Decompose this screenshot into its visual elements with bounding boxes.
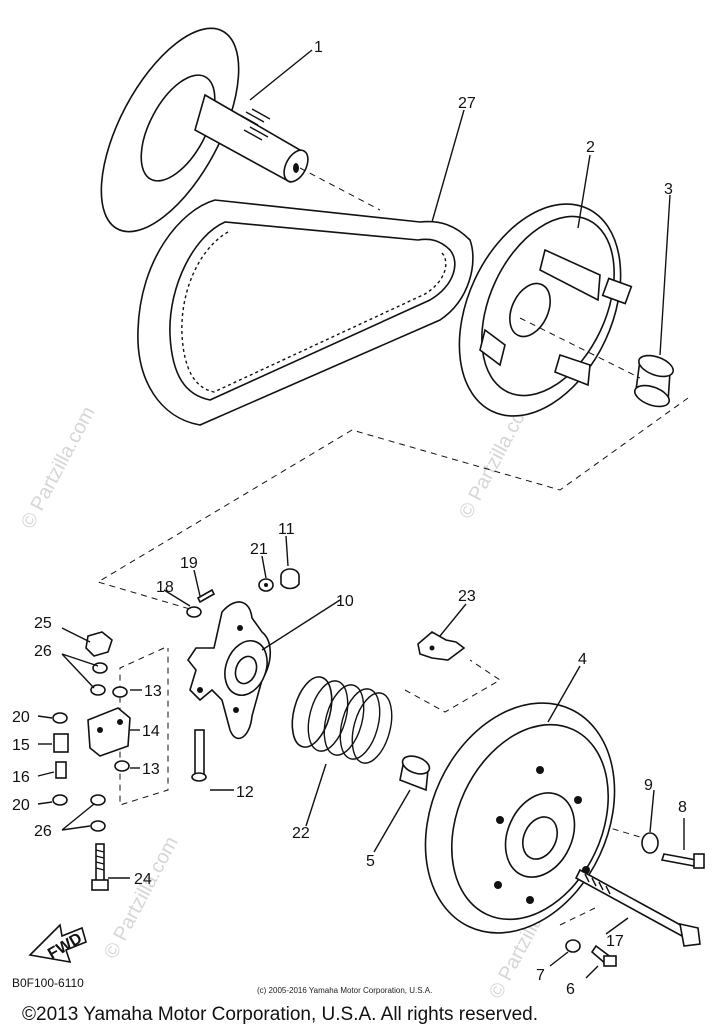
callout-4: 4 <box>578 651 587 668</box>
callout-11: 11 <box>278 521 295 538</box>
callout-1: 1 <box>314 39 323 56</box>
callout-26-bottom: 26 <box>34 823 52 840</box>
callout-3: 3 <box>664 181 673 198</box>
callout-24: 24 <box>134 871 152 888</box>
part-17-long-bolt <box>574 868 701 947</box>
callout-19: 19 <box>180 555 198 572</box>
part-13-washers <box>112 686 130 772</box>
callout-21: 21 <box>250 541 268 558</box>
part-5-bushing <box>399 755 431 792</box>
part-23-bracket <box>417 631 466 661</box>
callout-7: 7 <box>536 967 545 984</box>
callout-2: 2 <box>586 139 595 156</box>
part-18-washer <box>186 606 202 618</box>
callout-12: 12 <box>236 784 254 801</box>
leader-lines <box>37 49 685 979</box>
callout-13-bottom: 13 <box>142 761 160 778</box>
callout-15: 15 <box>12 737 30 754</box>
part-24-bolt <box>91 843 109 891</box>
part-4-movable-sheave <box>424 702 616 934</box>
part-12-pin <box>191 729 207 782</box>
callout-6: 6 <box>566 981 575 998</box>
callout-25: 25 <box>34 615 52 632</box>
callout-16: 16 <box>12 769 30 786</box>
callout-5: 5 <box>366 853 375 870</box>
part-27-drive-belt <box>137 199 474 426</box>
part-26-washers-bottom <box>90 794 106 832</box>
part-9-collar <box>641 832 659 854</box>
callout-20-bottom: 20 <box>12 797 30 814</box>
callout-labels: 1 27 2 3 10 11 21 19 18 23 4 25 26 13 20… <box>12 39 687 998</box>
copyright-footer: ©2013 Yamaha Motor Corporation, U.S.A. A… <box>22 1004 538 1025</box>
part-7-washer <box>565 939 581 953</box>
fwd-arrow-icon: FWD <box>28 923 87 964</box>
part-6-bolt <box>590 944 617 967</box>
callout-18: 18 <box>156 579 174 596</box>
part-3-bushing <box>634 354 674 408</box>
part-15-roller <box>53 733 69 753</box>
watermark-left: © Partzilla.com <box>17 403 100 532</box>
part-19-pin <box>196 588 216 604</box>
part-8-bolt <box>660 853 705 869</box>
part-16-bushing <box>55 761 67 779</box>
part-20-washers <box>52 712 68 806</box>
callout-9: 9 <box>644 777 653 794</box>
diagram-copyright-small: (c) 2005-2016 Yamaha Motor Corporation, … <box>257 986 433 995</box>
drawing-code: B0F100-6110 <box>12 976 84 990</box>
callout-14: 14 <box>142 723 160 740</box>
part-2-fixed-sheave <box>458 203 633 417</box>
part-11-roller <box>280 568 300 590</box>
callout-8: 8 <box>678 799 687 816</box>
callout-26-top: 26 <box>34 643 52 660</box>
callout-27: 27 <box>458 95 476 112</box>
callout-20-top: 20 <box>12 709 30 726</box>
part-25-nut <box>85 631 113 657</box>
callout-13-top: 13 <box>144 683 162 700</box>
callout-23: 23 <box>458 588 476 605</box>
watermark-bottom-left: © Partzilla.com <box>100 833 183 962</box>
part-1-sheave-shaft <box>100 27 309 233</box>
part-21-washer <box>258 578 274 592</box>
part-10-cam <box>187 601 272 740</box>
part-22-spring <box>291 676 393 764</box>
callout-17: 17 <box>606 933 624 950</box>
part-26-washers-top <box>90 662 108 696</box>
part-14-bracket <box>87 707 131 757</box>
callout-22: 22 <box>292 825 310 842</box>
callout-10: 10 <box>336 593 354 610</box>
